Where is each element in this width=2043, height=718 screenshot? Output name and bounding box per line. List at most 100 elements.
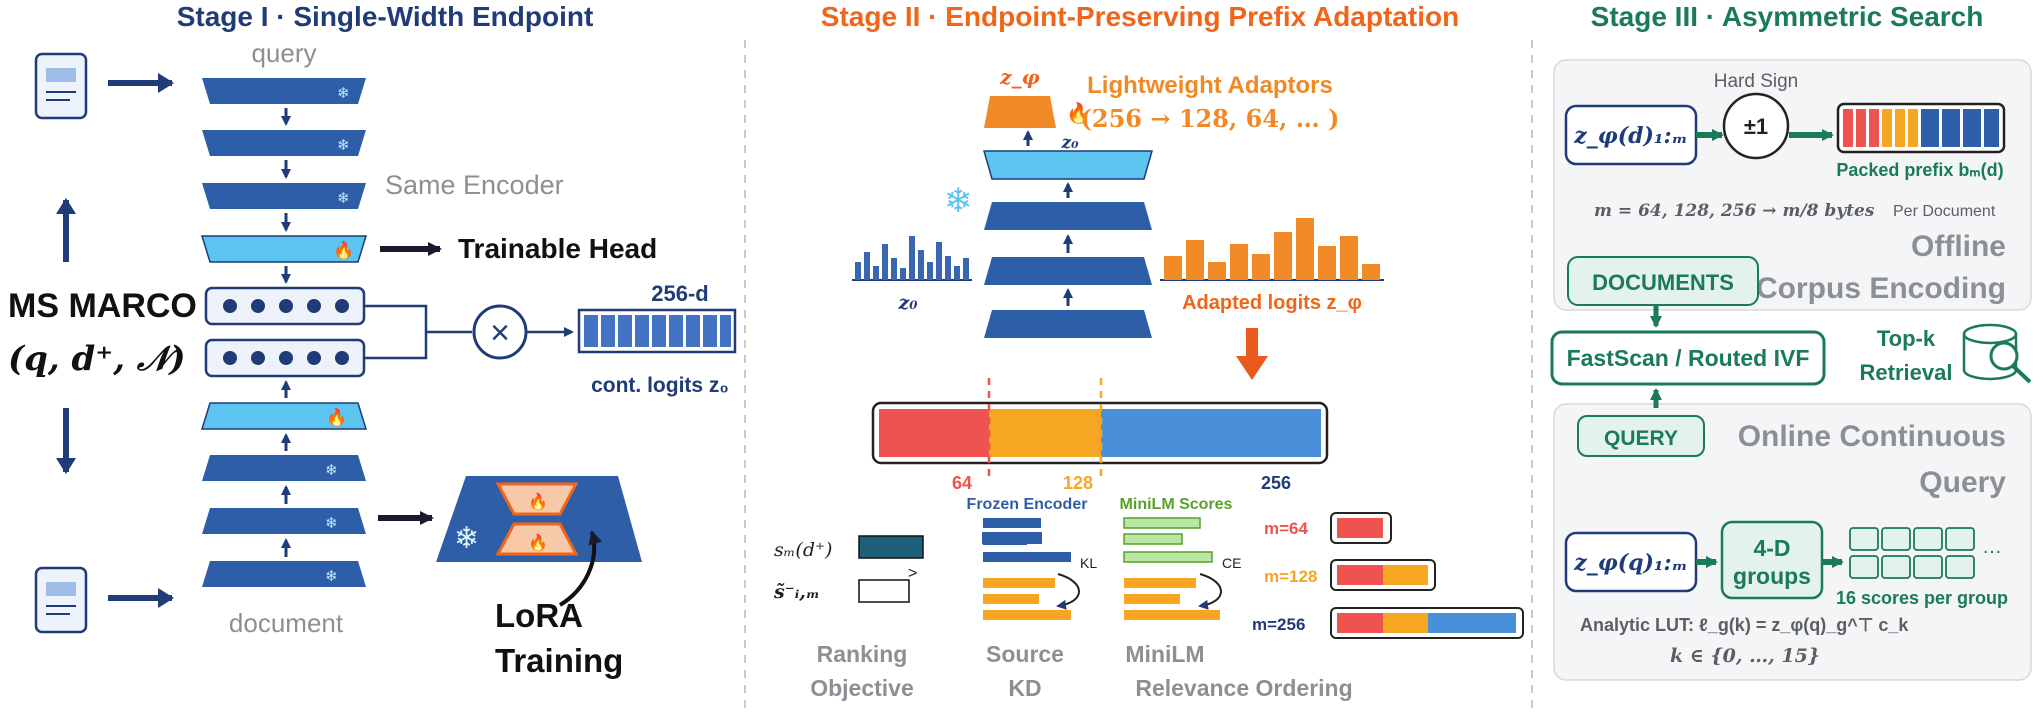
lut-score-grid xyxy=(1849,527,1975,579)
lora-label-line1: LoRA xyxy=(495,597,583,634)
encoder-layer xyxy=(202,561,366,587)
frozen-snowflake-icon: ❄ xyxy=(944,182,973,220)
snowflake-icon: ❄ xyxy=(337,137,350,154)
adaptors-subtitle: (256 → 128, 64, … ) xyxy=(1081,104,1340,133)
fastscan-box xyxy=(1550,330,1826,386)
z0-small-label: z₀ xyxy=(1060,133,1079,153)
snowflake-icon: ❄ xyxy=(325,462,338,479)
stage2-title: Stage II · Endpoint-Preserving Prefix Ad… xyxy=(821,1,1459,32)
packed-prefix-bar xyxy=(1836,102,2006,154)
minilm-caption-2: Relevance Ordering xyxy=(1135,675,1352,701)
groups-label-2: groups xyxy=(1733,563,1811,589)
encoder-layer xyxy=(202,183,366,209)
topk-label-1: Top-k xyxy=(1877,326,1936,351)
ce-arrow xyxy=(1198,573,1222,610)
ce-label: CE xyxy=(1222,555,1241,571)
snowflake-icon: ❄ xyxy=(337,190,350,207)
offline-label-2: Corpus Encoding xyxy=(1756,272,2006,305)
down-arrow-head xyxy=(1236,356,1268,380)
doc-embedding-label: z_φ(d)₁:ₘ xyxy=(1573,123,1687,149)
query-box xyxy=(1577,415,1705,457)
adaptors-title: Lightweight Adaptors xyxy=(1087,72,1333,99)
query-embedding-label: z_φ(q)₁:ₘ xyxy=(1573,550,1687,576)
frozen-encoder-tower xyxy=(983,150,1153,338)
lora-label-line2: Training xyxy=(495,642,623,679)
grid-ellipsis: … xyxy=(1982,536,2002,558)
online-label-1: Online Continuous xyxy=(1738,420,2006,453)
query-to-product-line xyxy=(364,304,472,334)
trainable-head-label: Trainable Head xyxy=(458,233,657,264)
lora-up-projection xyxy=(495,522,579,556)
negative-score-bar xyxy=(858,579,910,603)
down-arrow-shaft xyxy=(1246,328,1258,356)
scores-per-group-label: 16 scores per group xyxy=(1836,588,2008,608)
minilm-student-bars xyxy=(1124,578,1220,620)
encoder-layer xyxy=(202,508,366,534)
z0-histogram xyxy=(852,236,972,281)
kd-caption-1: Source xyxy=(986,641,1064,667)
snowflake-icon: ❄ xyxy=(454,522,479,555)
kl-label: KL xyxy=(1080,555,1097,571)
document-to-product-line xyxy=(364,332,428,360)
z-phi-label: z_φ xyxy=(999,65,1039,89)
fire-icon: 🔥 xyxy=(326,407,347,427)
minilm-caption-1: MiniLM xyxy=(1125,641,1204,667)
k-range: k ∈ {0, …, 15} xyxy=(1670,645,1820,667)
m64-label: m=64 xyxy=(1264,519,1308,538)
topk-label-2: Retrieval xyxy=(1860,360,1953,385)
ranking-caption-1: Ranking xyxy=(817,641,908,667)
snowflake-icon: ❄ xyxy=(325,568,338,585)
encoder-layer xyxy=(984,310,1152,338)
encoder-layer xyxy=(984,257,1152,285)
multiply-symbol: × xyxy=(490,314,510,352)
ranking-negative-score: s̃⁻ᵢ,ₘ xyxy=(773,581,820,603)
minilm-scores-label: MiniLM Scores xyxy=(1120,496,1233,513)
z0-histogram-label: z₀ xyxy=(897,292,918,314)
logits-caption: cont. logits z₀ xyxy=(591,374,729,397)
document-icon xyxy=(34,566,88,634)
fire-icon: 🔥 xyxy=(528,533,548,552)
adapted-logits-label: Adapted logits z_φ xyxy=(1182,292,1362,314)
fastscan-label: FastScan / Routed IVF xyxy=(1567,345,1810,371)
kl-arrow xyxy=(1056,573,1080,610)
stage1-title: Stage I · Single-Width Endpoint xyxy=(177,1,594,32)
trainable-layer xyxy=(200,402,368,430)
nested-prefix-bar xyxy=(871,378,1329,478)
dataset-name: MS MARCO xyxy=(8,287,197,325)
documents-box xyxy=(1567,256,1759,306)
m256-label: m=256 xyxy=(1252,615,1305,634)
logits-dimension: 256-d xyxy=(651,281,708,306)
m256-prefix-bar xyxy=(1330,607,1524,639)
snowflake-icon: ❄ xyxy=(337,85,350,102)
m128-prefix-bar xyxy=(1330,559,1436,591)
groups-label-1: 4-D xyxy=(1753,535,1790,561)
query-label: query xyxy=(251,38,316,68)
query-embedding xyxy=(204,286,366,326)
query-encoder-tower: ❄ ❄ ❄ 🔥 xyxy=(200,78,368,263)
fire-icon: 🔥 xyxy=(528,492,548,511)
stage3-title: Stage III · Asymmetric Search xyxy=(1591,1,1984,32)
minilm-score-bars xyxy=(1123,517,1213,563)
adapted-logits-histogram xyxy=(1160,218,1384,281)
document-embedding xyxy=(204,338,366,378)
prefix-64-label: 64 xyxy=(952,473,972,493)
packed-prefix-label: Packed prefix bₘ(d) xyxy=(1836,160,2003,180)
lora-adapter-block: ❄ 🔥 🔥 xyxy=(436,476,642,562)
adaptor-layer xyxy=(984,96,1056,128)
ranking-caption-2: Objective xyxy=(810,675,914,701)
frozen-encoder-label: Frozen Encoder xyxy=(967,496,1088,513)
source-kd-student-bars xyxy=(983,578,1071,620)
prefix-256-label: 256 xyxy=(1261,473,1291,493)
lut-formula: Analytic LUT: ℓ_g(k) = z_φ(q)_g^⊤ c_k xyxy=(1580,615,1909,635)
encoder-layer xyxy=(202,455,366,481)
fire-icon: 🔥 xyxy=(1066,101,1091,125)
encoder-head-layer xyxy=(983,150,1153,180)
ranking-positive-score: sₘ(d⁺) xyxy=(774,539,832,561)
sign-node xyxy=(1722,92,1790,160)
offline-label-1: Offline xyxy=(1911,230,2006,263)
document-label: document xyxy=(229,608,344,638)
kd-caption-2: KD xyxy=(1008,675,1041,701)
encoder-layer xyxy=(202,130,366,156)
query-box-label: QUERY xyxy=(1604,427,1678,450)
